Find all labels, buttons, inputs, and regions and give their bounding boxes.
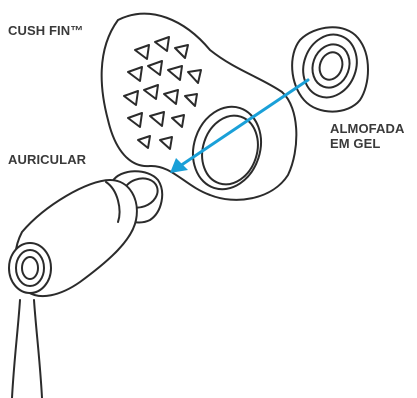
- earbud-part: [9, 171, 162, 398]
- gel-cushion-label: ALMOFADA EM GEL: [330, 121, 404, 151]
- earbud-cable: [12, 300, 20, 398]
- earbud-label: AURICULAR: [8, 152, 86, 167]
- gel-cushion-part: [292, 27, 368, 112]
- gel-cushion-label-line2: EM GEL: [330, 136, 404, 151]
- cush-fin-label: CUSH FIN™: [8, 23, 83, 38]
- gel-cushion-label-line1: ALMOFADA: [330, 121, 404, 136]
